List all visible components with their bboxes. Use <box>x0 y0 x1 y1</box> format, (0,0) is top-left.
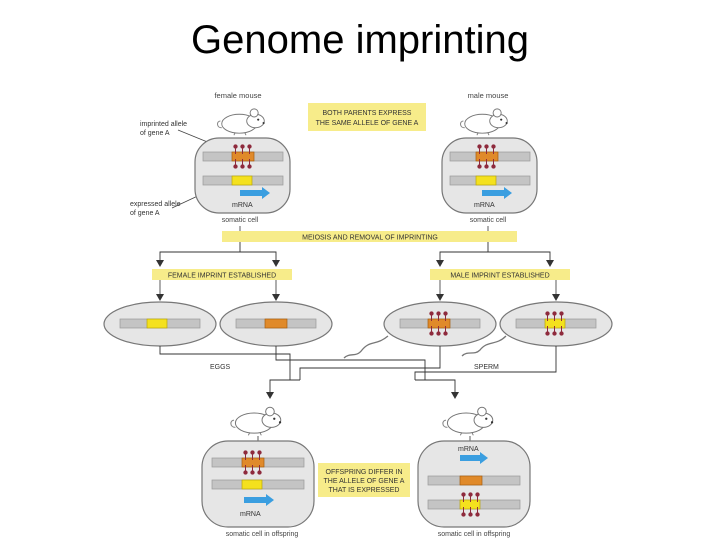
offspring-differ-box <box>318 463 410 497</box>
male-somatic-cell: mRNA <box>441 137 538 214</box>
expressed-gene-segment <box>231 175 253 186</box>
both-parents-box <box>308 103 426 131</box>
somatic-cell-label-right: somatic cell <box>470 217 507 224</box>
offspring-differ-line1: OFFSPRING DIFFER IN <box>326 469 403 476</box>
mrna-arrow <box>240 187 270 199</box>
female-imprint-label: FEMALE IMPRINT ESTABLISHED <box>168 273 276 280</box>
mrna-label-right: mRNA <box>474 202 495 209</box>
mrna-label-offspring-right: mRNA <box>458 446 479 453</box>
female-mouse-icon <box>217 108 266 136</box>
offspring-cell-label-right: somatic cell in offspring <box>438 531 511 538</box>
male-imprint-label: MALE IMPRINT ESTABLISHED <box>450 273 549 280</box>
male-mouse-icon <box>460 108 509 136</box>
mrna-label: mRNA <box>232 202 253 209</box>
both-parents-line1: BOTH PARENTS EXPRESS <box>323 110 412 117</box>
mrna-label-offspring-left: mRNA <box>240 511 261 518</box>
female-mouse-group: female mouse <box>214 91 266 136</box>
male-mouse-label: male mouse <box>468 91 509 100</box>
sperm-cell-1 <box>343 301 497 359</box>
egg-cell-2 <box>219 301 333 347</box>
imprinted-allele-label-2: of gene A <box>140 130 170 137</box>
sperm-label: SPERM <box>474 364 499 371</box>
offspring-cell-right: mRNA <box>417 440 531 528</box>
expressed-allele-label-1: expressed allele <box>130 201 181 208</box>
both-parents-line2: THE SAME ALLELE OF GENE A <box>316 120 419 127</box>
female-imprint-banner <box>152 269 292 280</box>
offspring-cell-left: mRNA <box>201 440 315 528</box>
slide-title: Genome imprinting <box>191 18 529 62</box>
offspring-differ-line2: THE ALLELE OF GENE A <box>324 478 405 485</box>
female-mouse-label: female mouse <box>214 91 261 100</box>
egg-cell-1 <box>103 301 217 347</box>
offspring-cell-label-left: somatic cell in offspring <box>226 531 299 538</box>
eggs-label: EGGS <box>210 364 231 371</box>
meiosis-label: MEIOSIS AND REMOVAL OF IMPRINTING <box>302 235 438 242</box>
offspring-mouse-left-icon <box>230 406 282 436</box>
expressed-allele-label-2: of gene A <box>130 210 160 217</box>
male-mouse-group: male mouse <box>460 91 509 136</box>
offspring-mouse-right-icon <box>442 406 494 436</box>
offspring-differ-line3: THAT IS EXPRESSED <box>329 487 400 494</box>
somatic-cell-label-left: somatic cell <box>222 217 259 224</box>
imprinted-allele-label-1: imprinted allele <box>140 121 187 128</box>
meiosis-banner <box>222 231 517 242</box>
male-imprint-banner <box>430 269 570 280</box>
female-somatic-cell: mRNA <box>194 137 291 214</box>
